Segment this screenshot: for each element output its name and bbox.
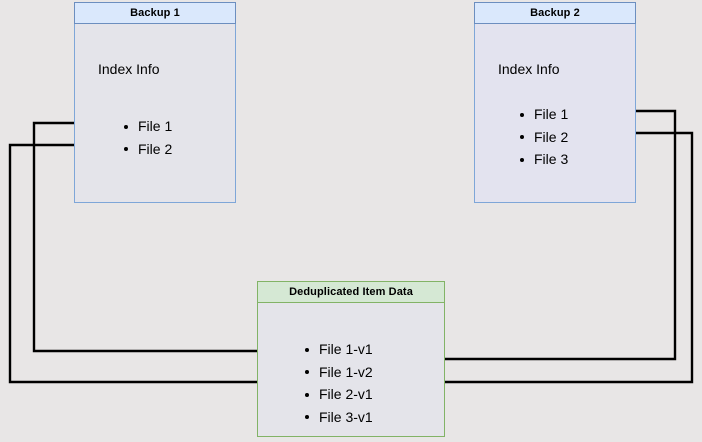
list-item[interactable]: File 3 xyxy=(519,148,568,171)
node-backup-1-file-list: File 1 File 2 xyxy=(123,115,172,160)
node-deduplicated-item-data[interactable]: Deduplicated Item Data File 1-v1 File 1-… xyxy=(257,281,445,437)
list-item[interactable]: File 1-v2 xyxy=(304,361,373,384)
node-backup-2-header: Backup 2 xyxy=(474,2,636,24)
node-deduplicated-item-data-title: Deduplicated Item Data xyxy=(289,286,413,298)
node-backup-1-caption: Index Info xyxy=(98,61,160,77)
node-backup-1[interactable]: Backup 1 Index Info File 1 File 2 xyxy=(74,2,236,203)
node-backup-1-title: Backup 1 xyxy=(130,7,180,19)
list-item[interactable]: File 1 xyxy=(123,115,172,138)
list-item[interactable]: File 1 xyxy=(519,103,568,126)
node-deduplicated-item-data-list: File 1-v1 File 1-v2 File 2-v1 File 3-v1 xyxy=(304,338,373,428)
list-item[interactable]: File 2 xyxy=(519,126,568,149)
list-item[interactable]: File 1-v1 xyxy=(304,338,373,361)
node-backup-1-header: Backup 1 xyxy=(74,2,236,24)
node-backup-2-file-list: File 1 File 2 File 3 xyxy=(519,103,568,171)
node-backup-2[interactable]: Backup 2 Index Info File 1 File 2 File 3 xyxy=(474,2,636,203)
list-item[interactable]: File 2-v1 xyxy=(304,383,373,406)
node-backup-2-title: Backup 2 xyxy=(530,7,580,19)
node-deduplicated-item-data-header: Deduplicated Item Data xyxy=(257,281,445,303)
list-item[interactable]: File 2 xyxy=(123,138,172,161)
node-backup-2-caption: Index Info xyxy=(498,61,560,77)
list-item[interactable]: File 3-v1 xyxy=(304,406,373,429)
